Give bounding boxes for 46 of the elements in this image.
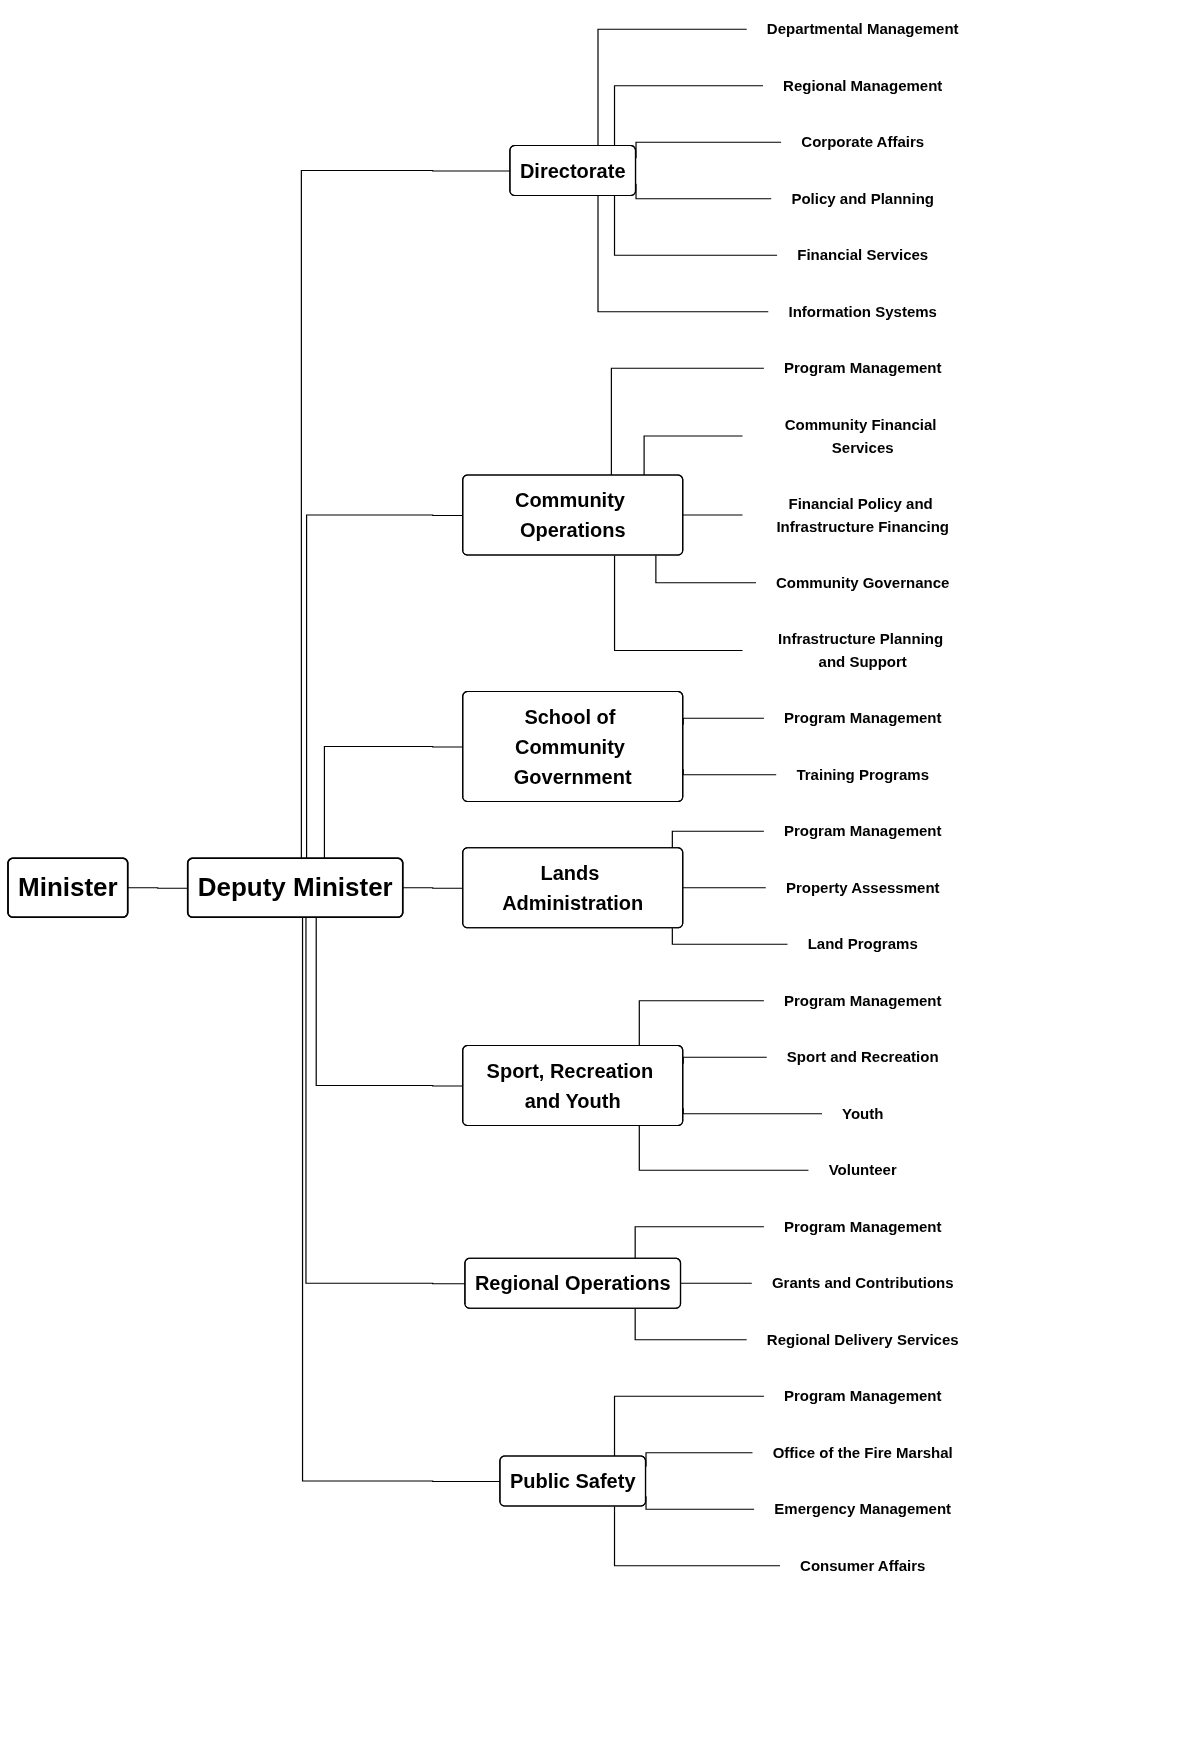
connector [634,1226,765,1260]
node-text: Emergency Management [774,1500,952,1517]
node-text: Program Management [783,991,942,1009]
node-text: Corporate Affairs [801,133,925,150]
node-text: Financial Policy and Infrastructure Financing [776,494,949,534]
connector [613,85,764,147]
node-text: Consumer Affairs [800,1556,926,1574]
connector [682,514,744,517]
connector [638,1125,810,1171]
node-text: Departmental Management [766,20,959,37]
connector [671,927,789,945]
node-text: Youth [842,1104,884,1122]
connector [671,830,765,849]
node-text: Information Systems [788,302,937,320]
connector [597,28,748,147]
node-text: Land Programs [807,935,918,952]
node-text: Program Management [783,822,942,839]
connector [613,1505,781,1567]
connector [613,1395,765,1458]
node-text: Policy and Planning [791,189,934,207]
node-text: Regional Management [783,76,943,94]
connector [613,554,744,652]
connector [655,554,757,584]
node-text: Training Programs [796,765,929,783]
connector [610,367,765,477]
node-text: Volunteer [828,1161,897,1178]
connector [643,435,744,477]
connector [597,195,770,313]
node-text: Program Management [783,709,942,726]
node-text: Program Management [783,1217,942,1235]
node-text: Program Management [783,1387,942,1404]
node-text: Property Assessment [785,878,940,896]
node-text: Program Management [783,359,942,376]
connector [613,195,778,256]
node-text: Infrastructure Planning and Support [778,630,944,670]
node-text: Grants and Contributions [771,1274,954,1291]
node-text: Regional Delivery Services [766,1330,959,1348]
node-text: Community Financial Services [784,415,937,455]
node-text: Financial Services [797,246,929,263]
node-text: Office of the Fire Marshal [772,1443,953,1461]
connector [682,887,767,889]
node-text: Sport and Recreation [786,1048,939,1065]
connector [638,1000,765,1047]
connector [680,1282,753,1285]
connector [634,1308,748,1341]
node-text: Community Governance [776,573,950,591]
